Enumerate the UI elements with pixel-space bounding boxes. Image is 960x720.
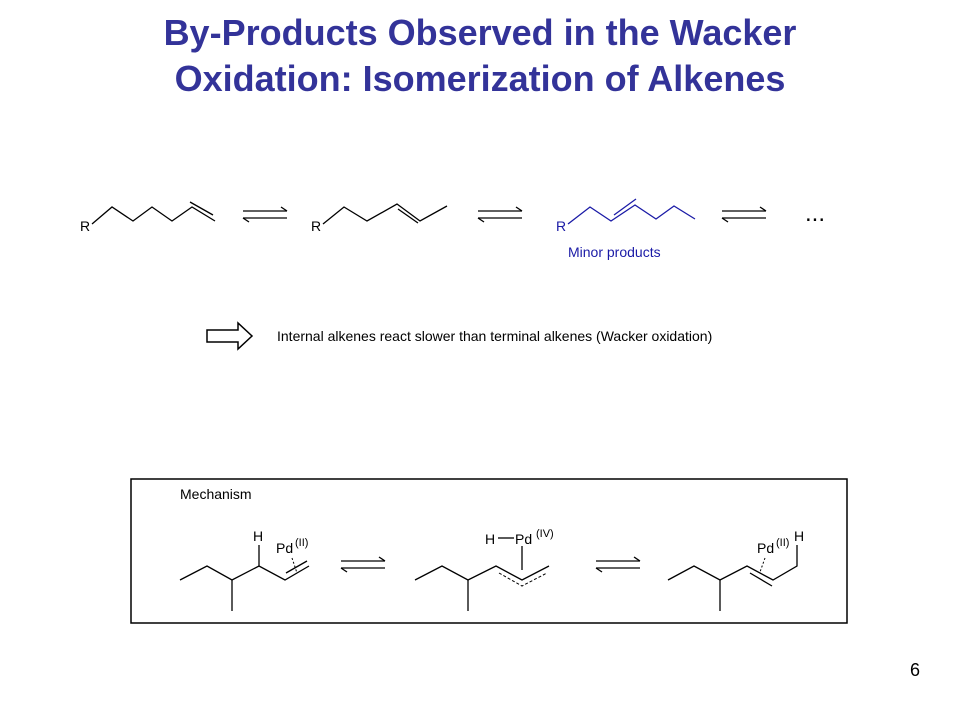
pd-label: Pd [515, 531, 532, 547]
alkene-1-terminal: R [80, 201, 216, 234]
slide-title: By-Products Observed in the Wacker Oxida… [0, 10, 960, 102]
slide-title-line-1: By-Products Observed in the Wacker [163, 12, 797, 53]
h-label: H [253, 528, 263, 544]
equilibrium-arrow-5 [595, 556, 641, 573]
mechanism-label: Mechanism [180, 486, 252, 502]
r-label: R [556, 218, 566, 234]
alkene-3-minor: R Minor products [556, 198, 696, 260]
equilibrium-arrow-4 [340, 556, 386, 573]
ellipsis: ... [805, 200, 825, 227]
equilibrium-arrow-2 [477, 206, 523, 223]
pd-label: Pd [276, 540, 293, 556]
equilibrium-arrow-1 [242, 206, 288, 223]
alkene-2-internal: R [311, 203, 448, 234]
mechanism-box [130, 478, 848, 624]
r-label: R [80, 218, 90, 234]
mechanism-structure-2: H Pd (IV) [414, 528, 554, 611]
implication-arrow-icon [206, 321, 254, 351]
mechanism-structure-1: H Pd (II) [179, 528, 310, 611]
pd-oxidation-state: (II) [295, 537, 308, 549]
pd-oxidation-state: (IV) [536, 528, 554, 540]
h-label: H [485, 531, 495, 547]
r-label: R [311, 218, 321, 234]
page-number: 6 [909, 660, 920, 680]
pd-oxidation-state: (II) [776, 537, 789, 549]
mechanism-structure-3: H Pd (II) [667, 528, 804, 611]
conclusion-text: Internal alkenes react slower than termi… [277, 328, 712, 344]
slide-title-line-2: Oxidation: Isomerization of Alkenes [174, 58, 786, 99]
equilibrium-arrow-3 [721, 206, 767, 223]
minor-products-label: Minor products [568, 244, 661, 260]
h-label: H [794, 528, 804, 544]
pd-label: Pd [757, 540, 774, 556]
